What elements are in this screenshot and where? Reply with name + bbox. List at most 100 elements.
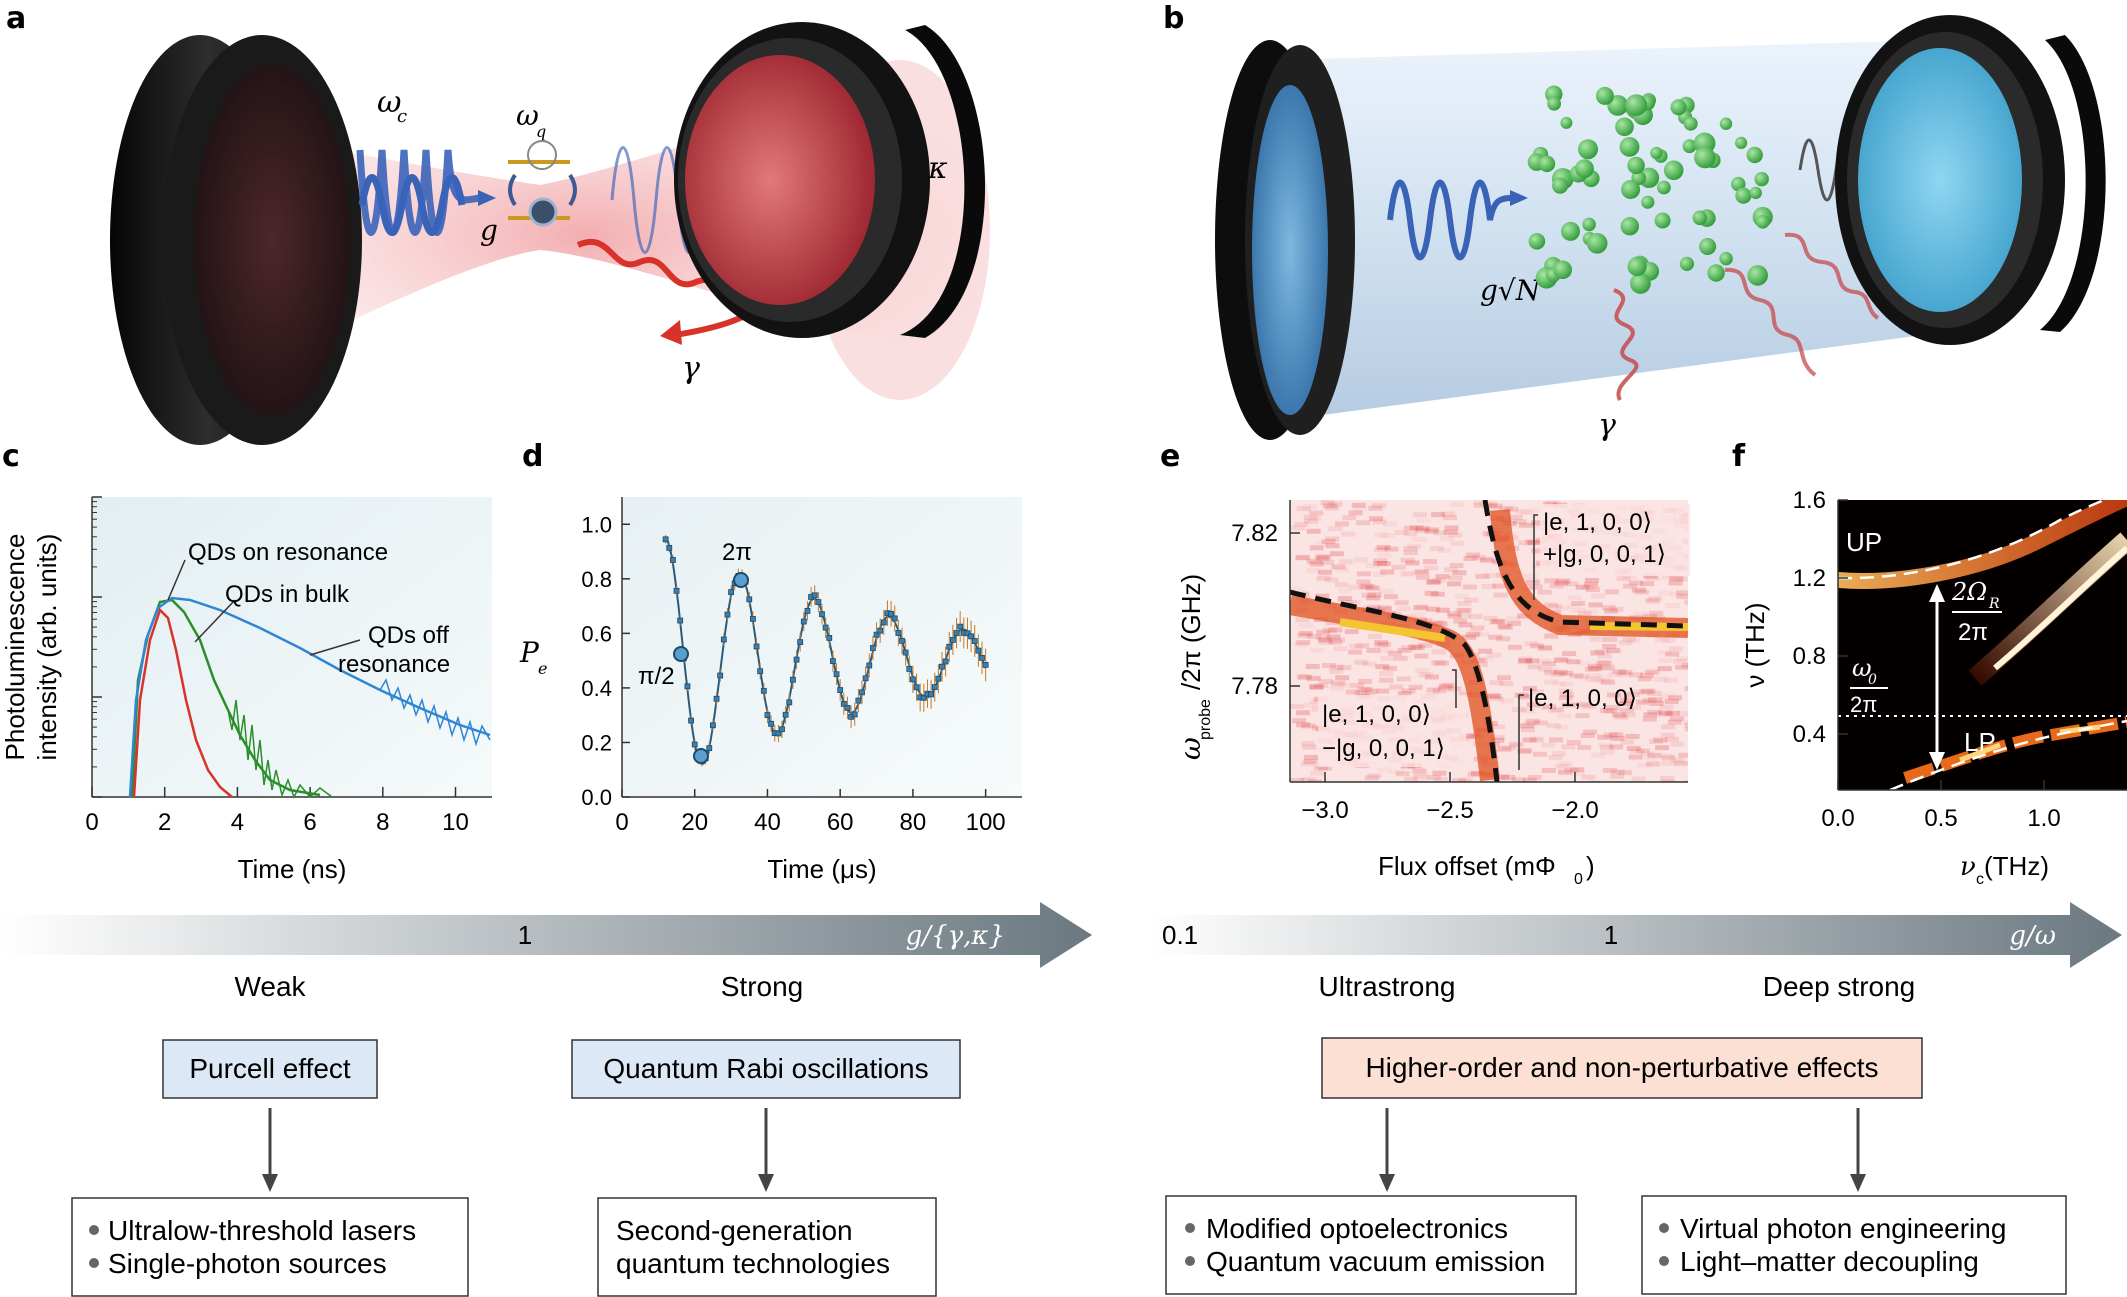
state-g001-minus: −|g, 0, 0, 1⟩ bbox=[1322, 735, 1445, 762]
spectrum-pixel bbox=[1606, 692, 1621, 698]
spectrum-pixel bbox=[1674, 760, 1688, 766]
rabi-data-point bbox=[891, 615, 898, 622]
spectrum-pixel bbox=[1600, 749, 1615, 755]
rabi-data-point bbox=[760, 687, 767, 694]
spectrum-pixel bbox=[1447, 613, 1462, 619]
spectrum-pixel bbox=[1619, 707, 1634, 713]
spectrum-pixel bbox=[1339, 559, 1353, 565]
rabi-data-point bbox=[819, 611, 825, 618]
spectrum-pixel bbox=[1569, 673, 1584, 679]
spectrum-pixel bbox=[1558, 688, 1573, 694]
spectrum-pixel bbox=[1590, 637, 1604, 642]
omega-q-subscript: q bbox=[536, 122, 546, 141]
atom-particle bbox=[1561, 221, 1580, 241]
spectrum-pixel bbox=[1396, 606, 1411, 612]
plot-e-ylabel-main: ω bbox=[1174, 737, 1207, 760]
spectrum-pixel bbox=[1324, 577, 1339, 583]
spectrum-pixel bbox=[1641, 688, 1656, 694]
spectrum-pixel bbox=[1670, 591, 1685, 597]
spectrum-pixel bbox=[1558, 769, 1572, 775]
spectrum-pixel bbox=[1338, 587, 1353, 593]
spectrum-pixel bbox=[1497, 675, 1511, 681]
spectrum-pixel bbox=[1538, 645, 1552, 650]
bullet-ultra-2 bbox=[1185, 1256, 1195, 1266]
spectrum-pixel bbox=[1394, 530, 1409, 535]
spectrum-pixel bbox=[1512, 519, 1527, 525]
spectrum-pixel bbox=[1447, 581, 1462, 587]
rabi-data-point bbox=[815, 599, 822, 605]
spectrum-pixel bbox=[1542, 661, 1556, 667]
spectrum-pixel bbox=[1653, 737, 1668, 743]
spectrum-pixel bbox=[1527, 775, 1542, 780]
app-light-matter-decoupling: Light–matter decoupling bbox=[1680, 1246, 1979, 1277]
spectrum-pixel bbox=[1403, 776, 1418, 782]
kappa-symbol: κ bbox=[927, 151, 948, 186]
atom-particle bbox=[1682, 139, 1697, 154]
spectrum-pixel bbox=[1471, 770, 1485, 776]
rabi-data-point bbox=[833, 671, 840, 678]
spectrum-pixel bbox=[1464, 597, 1479, 603]
spectrum-pixel bbox=[1525, 658, 1540, 664]
spectrum-pixel bbox=[1473, 500, 1488, 506]
spectrum-pixel bbox=[1470, 625, 1485, 631]
spectrum-pixel bbox=[1587, 633, 1602, 639]
spectrum-pixel bbox=[1309, 510, 1324, 516]
spectrum-pixel bbox=[1610, 769, 1625, 775]
spectrum-pixel bbox=[1374, 642, 1389, 648]
spectrum-pixel bbox=[1309, 561, 1324, 567]
spectrum-pixel bbox=[1475, 631, 1490, 637]
spectrum-pixel bbox=[1302, 777, 1316, 782]
spectrum-pixel bbox=[1567, 603, 1582, 609]
app-second-generation: Second-generation bbox=[616, 1215, 853, 1246]
spectrum-pixel bbox=[1326, 634, 1341, 640]
spectrum-pixel bbox=[1424, 527, 1439, 533]
spectrum-pixel bbox=[1360, 583, 1375, 589]
spectrum-pixel bbox=[1661, 760, 1676, 766]
rabi-data-point bbox=[728, 589, 734, 596]
spectrum-pixel bbox=[1349, 643, 1364, 649]
spectrum-pixel bbox=[1590, 650, 1605, 656]
spectrum-pixel bbox=[1678, 752, 1688, 758]
spectrum-pixel bbox=[1561, 744, 1576, 750]
rabi-data-point bbox=[942, 658, 949, 665]
annotation-pi-half: π/2 bbox=[638, 663, 675, 690]
spectrum-pixel bbox=[1676, 576, 1688, 582]
spectrum-pixel bbox=[1379, 677, 1394, 683]
atom-particle bbox=[1692, 210, 1708, 226]
spectrum-pixel bbox=[1637, 676, 1652, 682]
rabi-data-point bbox=[888, 610, 894, 617]
rabi-arrow-up-head bbox=[1929, 584, 1945, 602]
qubit-transition-arrows bbox=[508, 173, 577, 207]
spectrum-pixel bbox=[1403, 546, 1418, 552]
spectrum-pixel bbox=[1672, 658, 1687, 664]
spectrum-pixel bbox=[1618, 770, 1633, 776]
atom-particle bbox=[1749, 186, 1762, 200]
spectrum-pixel bbox=[1378, 648, 1393, 654]
spectrum-pixel bbox=[1415, 574, 1430, 580]
spectrum-pixel bbox=[1457, 601, 1472, 607]
spectrum-pixel bbox=[1566, 659, 1581, 665]
coupling-g-symbol: g bbox=[480, 214, 498, 247]
spectrum-pixel bbox=[1514, 509, 1529, 515]
rabi-data-point bbox=[688, 717, 694, 724]
atom-particle bbox=[1627, 256, 1647, 277]
spectrum-pixel bbox=[1296, 710, 1311, 716]
app-single-photon-sources: Single-photon sources bbox=[108, 1248, 387, 1279]
plot-f-y-tick-label: 0.8 bbox=[1793, 643, 1826, 670]
spectrum-pixel bbox=[1303, 759, 1318, 765]
spectrum-pixel bbox=[1553, 657, 1568, 663]
rabi-data-point bbox=[764, 712, 771, 718]
rabi-data-point bbox=[706, 745, 713, 752]
spectrum-pixel bbox=[1374, 532, 1388, 538]
loss-photon-b1 bbox=[1613, 288, 1639, 401]
spectrum-pixel bbox=[1452, 778, 1467, 782]
pointer-in-bulk bbox=[194, 599, 236, 643]
atom-particle bbox=[1620, 217, 1640, 236]
bullet-ultra-1 bbox=[1185, 1223, 1195, 1233]
plot-f-x-tick-label: 0.5 bbox=[1924, 805, 1957, 832]
spectrum-pixel bbox=[1416, 517, 1431, 523]
spectrum-pixel bbox=[1400, 571, 1415, 577]
atom-particle bbox=[1627, 156, 1645, 175]
spectrum-pixel bbox=[1619, 698, 1634, 703]
spectrum-pixel bbox=[1432, 770, 1447, 776]
